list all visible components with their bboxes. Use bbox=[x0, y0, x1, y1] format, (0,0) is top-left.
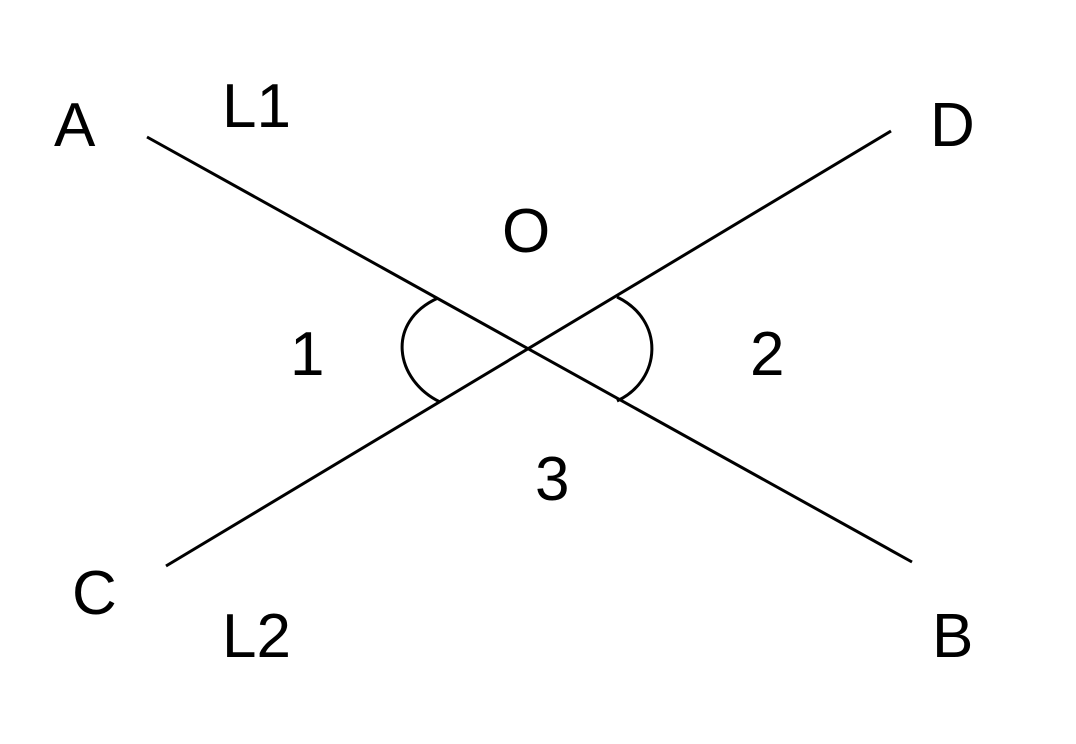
line-L2-segment-CD bbox=[165, 129, 892, 568]
line-L1-label: L1 bbox=[222, 72, 291, 141]
angle-2-label: 2 bbox=[750, 320, 784, 389]
angle-3-label: 3 bbox=[535, 445, 569, 514]
line-L2-label: L2 bbox=[222, 602, 291, 671]
angle-1-arc bbox=[400, 296, 441, 404]
point-B-label: B bbox=[932, 602, 973, 671]
point-C-label: C bbox=[72, 559, 117, 628]
point-D-label: D bbox=[930, 91, 975, 160]
angle-1-label: 1 bbox=[290, 320, 324, 389]
point-A-label: A bbox=[54, 91, 96, 160]
point-O-label: O bbox=[502, 197, 550, 266]
angle-2-arc bbox=[616, 295, 654, 403]
